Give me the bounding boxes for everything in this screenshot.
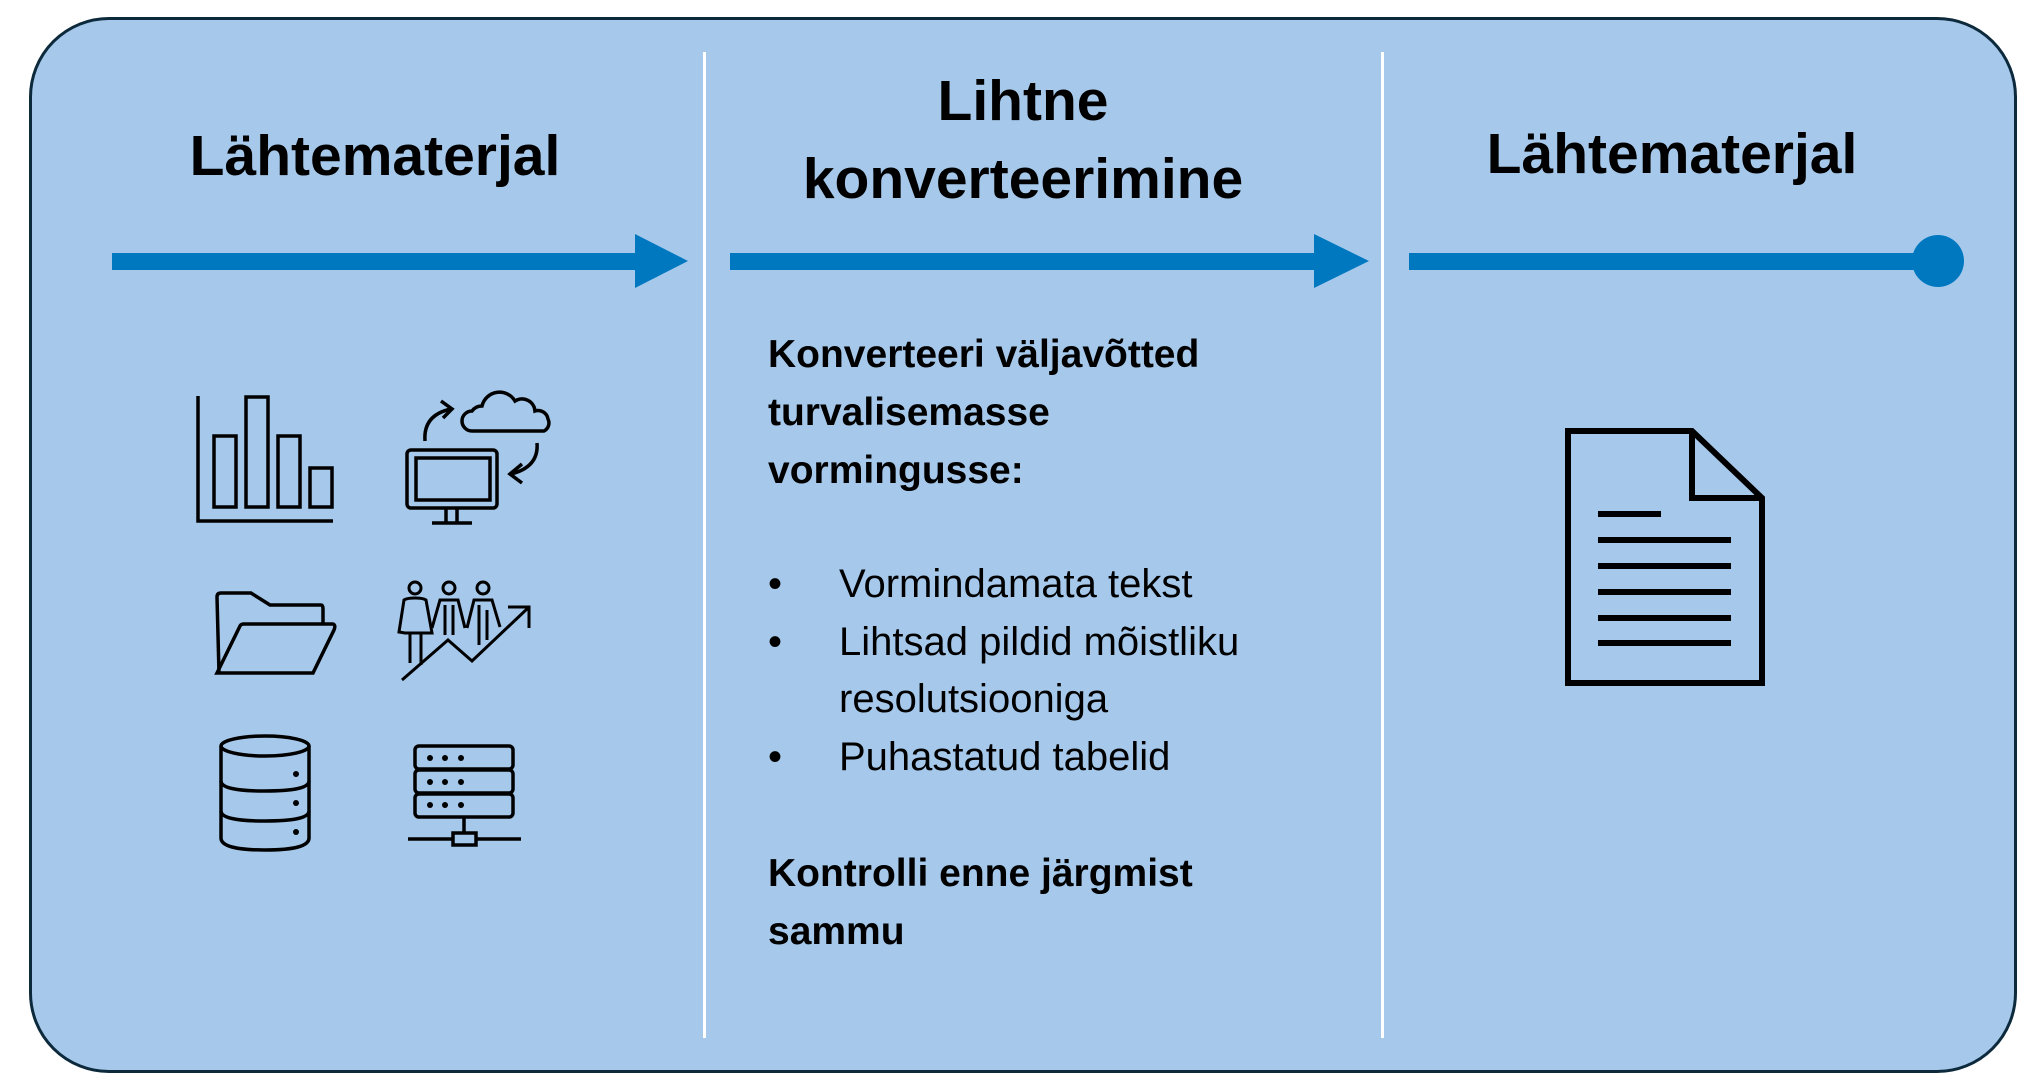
column-divider	[1381, 52, 1384, 1038]
bullet-item: Lihtsad pildid mõistliku	[768, 614, 1239, 672]
bullet-item-continuation: resolutsiooniga	[839, 677, 1109, 721]
endpoint-line	[1409, 235, 1964, 287]
arrow-1	[112, 234, 688, 288]
column-title-result: Lähtematerjal	[1486, 122, 1858, 186]
heading-line: vormingusse:	[768, 449, 1024, 492]
bullet-item: Vormindamata tekst	[768, 556, 1239, 614]
footer-line: Kontrolli enne järgmist	[768, 852, 1193, 895]
diagram-frame	[29, 17, 2017, 1073]
conversion-footer: Kontrolli enne järgmist sammu	[768, 845, 1193, 961]
column-title-source: Lähtematerjal	[189, 124, 561, 188]
footer-line: sammu	[768, 910, 905, 953]
folder-icon	[214, 591, 337, 675]
database-icon	[219, 734, 311, 852]
conversion-heading: Konverteeri väljavõtted turvalisemasse v…	[768, 326, 1199, 500]
arrow-2	[730, 234, 1369, 288]
cloud-sync-icon	[405, 390, 551, 525]
column-title-conversion-line1: Lihtne	[937, 69, 1109, 133]
column-divider	[703, 52, 706, 1038]
document-icon	[1565, 428, 1765, 686]
bullet-item: Puhastatud tabelid	[768, 729, 1239, 787]
heading-line: turvalisemasse	[768, 391, 1050, 434]
heading-line: Konverteeri väljavõtted	[768, 333, 1200, 376]
bar-chart-icon	[196, 395, 334, 523]
people-growth-icon	[397, 580, 531, 682]
conversion-bullets: Vormindamata tekst Lihtsad pildid mõistl…	[768, 556, 1239, 786]
server-network-icon	[408, 744, 521, 847]
column-title-conversion-line2: konverteerimine	[802, 147, 1244, 211]
